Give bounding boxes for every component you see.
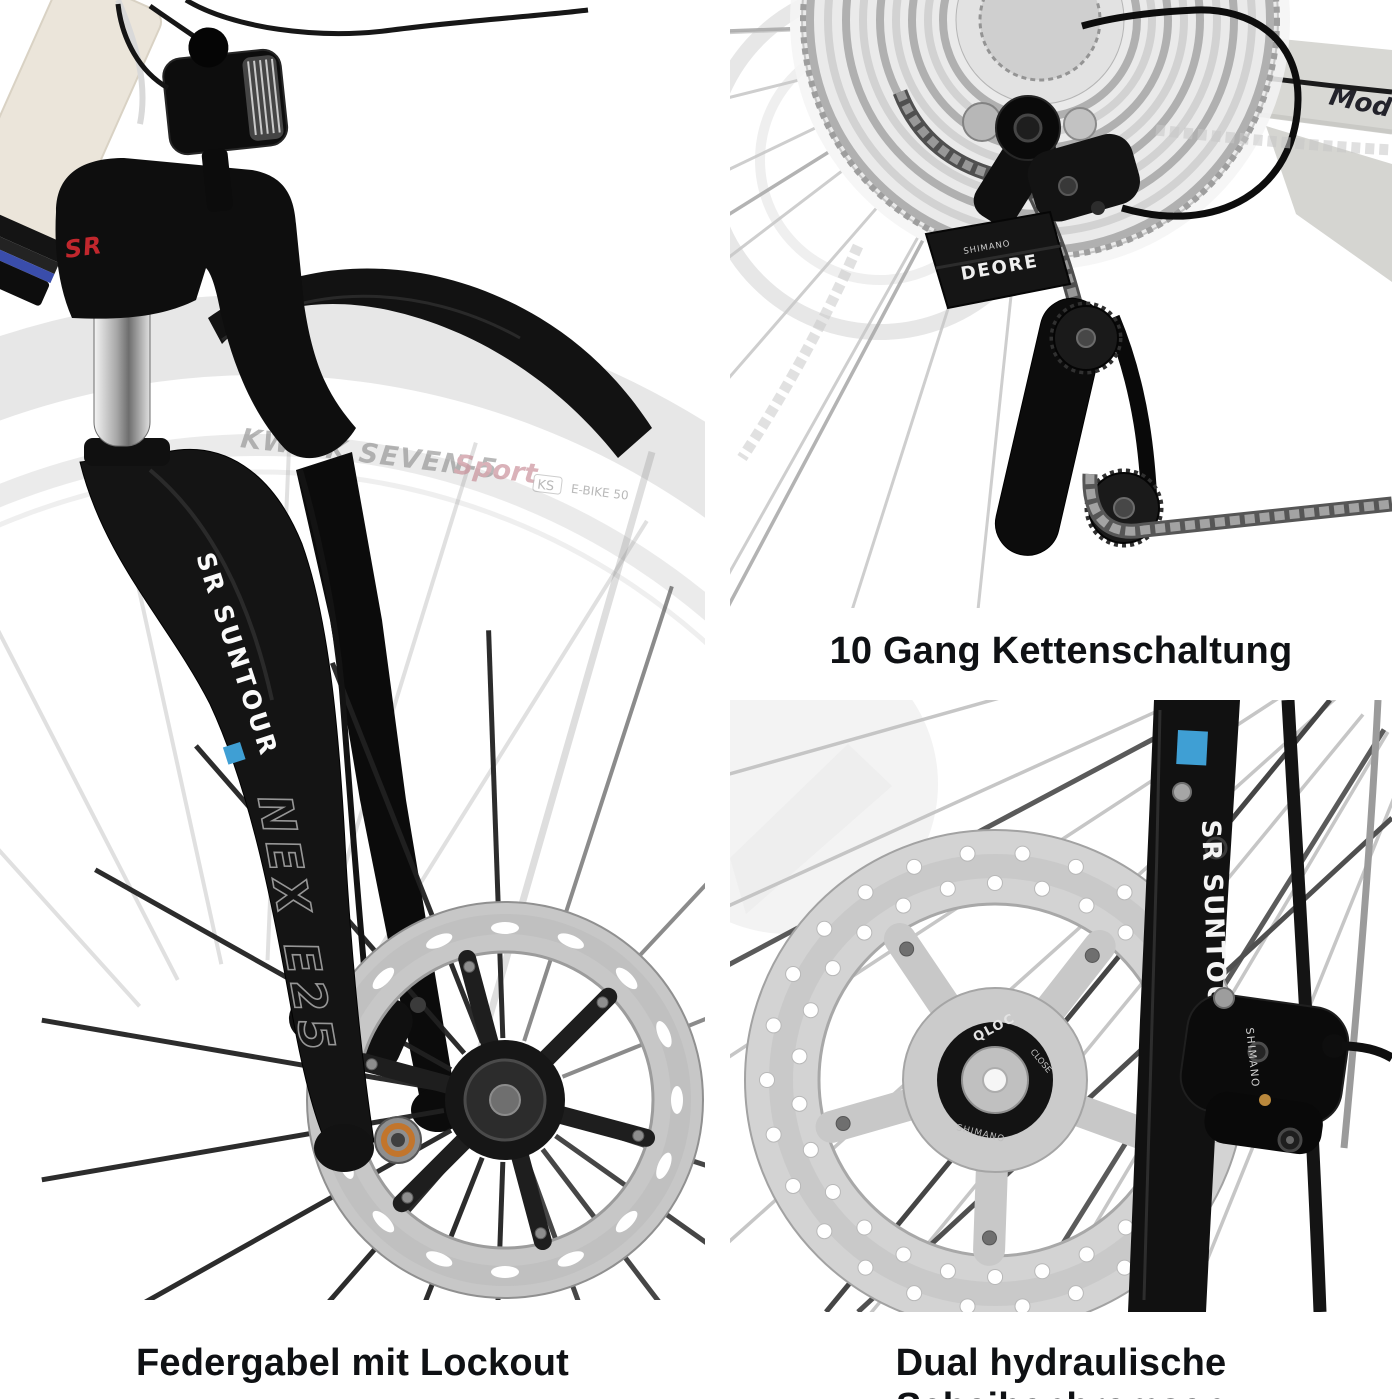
rotor-bolts: [365, 960, 645, 1240]
caption-brake: Dual hydraulische Scheibenbremsen: [895, 1342, 1227, 1399]
disc-rotor: QLOC CLOSE SHIMANO: [743, 829, 1247, 1312]
caption-fork: Federgabel mit Lockout: [135, 1342, 569, 1384]
pad-adjuster: [1259, 1094, 1271, 1106]
rear-derailleur: SHIMANO DEORE: [924, 6, 1302, 556]
fork-blade: SR SUNTOUR: [1128, 700, 1240, 1312]
fork-detail-photo: KWICK SEVEN-5 Sport KS E-BIKE 50: [0, 0, 705, 1300]
brake-hose: [297, 469, 369, 989]
banjo-fitting: [1322, 1034, 1346, 1058]
headlight-bracket: [201, 148, 233, 212]
caliper-bolt: [410, 997, 426, 1013]
brake-detail-photo: QLOC CLOSE SHIMANO SR SUNTOUR: [730, 700, 1392, 1312]
fender-stay-tube: [1340, 700, 1382, 1149]
mount-bolt: [1172, 782, 1192, 802]
rotor-spider: [354, 949, 656, 1251]
fork-crown: [55, 158, 357, 459]
rack-stay-tube: [1281, 700, 1327, 1312]
axle-quick-release: [962, 95, 1097, 225]
dark-spoke: [824, 700, 1332, 1312]
guide-pulley: [1049, 301, 1123, 375]
tire-spec-text: E-BIKE 50: [570, 482, 629, 503]
brake-caliper: SHIMANO: [1179, 987, 1392, 1155]
tire-badge-text: KS: [536, 478, 554, 495]
blue-accent-square: [1176, 730, 1208, 766]
front-fork-blade: [79, 448, 375, 1172]
chain-lower: [737, 124, 1392, 539]
derailleur-detail-photo: Mod: [730, 0, 1392, 608]
shift-cable: [1081, 6, 1302, 220]
hydraulic-hose: [1341, 1041, 1392, 1062]
head-tube: [0, 0, 163, 306]
thru-axle: [374, 1116, 422, 1164]
dropout: [314, 1124, 374, 1172]
blue-headset-spacer: [0, 225, 55, 284]
bleed-port: [1247, 1041, 1269, 1063]
blue-accent-square: [222, 742, 246, 765]
crown-logo-text: SR: [63, 231, 104, 264]
caliper-mount-bolt: [1213, 987, 1235, 1009]
headlight: [115, 3, 289, 212]
dust-seal: [84, 438, 170, 466]
rear-wheel-spokes: [730, 26, 1016, 608]
caption-derailleur: 10 Gang Kettenschaltung: [829, 630, 1293, 672]
